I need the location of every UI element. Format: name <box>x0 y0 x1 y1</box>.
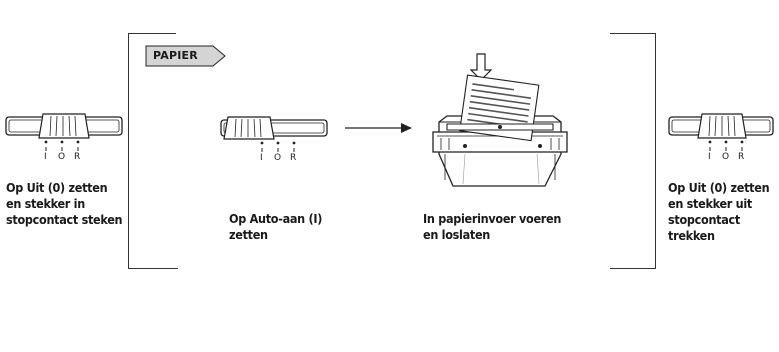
mark-r: R <box>738 152 745 162</box>
step-1-caption: Op Uit (0) zetten en stekker in stopcont… <box>6 180 123 227</box>
switch-marks-left: I O R <box>40 140 100 164</box>
mark-i: I <box>708 152 711 162</box>
shredder-icon <box>432 53 568 187</box>
step-4-caption: Op Uit (0) zetten en stekker uit stopcon… <box>668 180 770 243</box>
mark-o: O <box>58 152 66 162</box>
shredder-illustration <box>425 50 575 190</box>
bracket-right-vertical <box>655 33 656 269</box>
switch-center <box>220 116 328 140</box>
bracket-right-bottom <box>610 268 656 269</box>
tag-arrow-icon <box>145 45 226 67</box>
mark-r: R <box>74 152 81 162</box>
step-3-caption: In papierinvoer voeren en loslaten <box>423 211 562 242</box>
arrow-right-icon <box>345 123 412 133</box>
mark-o: O <box>274 153 282 163</box>
mark-i: I <box>260 153 263 163</box>
switch-marks-center: I O R <box>256 141 316 165</box>
arrow-down-icon <box>469 53 493 81</box>
switch-icon <box>5 113 123 139</box>
mark-r: R <box>290 153 297 163</box>
arrow-right <box>345 122 413 134</box>
switch-marks-right: I O R <box>704 140 764 164</box>
switch-left <box>5 113 123 139</box>
switch-right <box>668 113 774 139</box>
mark-i: I <box>44 152 47 162</box>
papier-tag-label: PAPIER <box>153 49 198 62</box>
switch-icon <box>668 113 774 139</box>
switch-icon <box>220 116 328 140</box>
bracket-right-top <box>610 33 656 34</box>
step-2-caption: Op Auto-aan (I) zetten <box>229 211 323 242</box>
bracket-left-top <box>128 33 176 34</box>
mark-o: O <box>722 152 730 162</box>
bracket-left-bottom <box>128 268 178 269</box>
papier-tag: PAPIER <box>145 45 227 67</box>
bracket-left-vertical <box>128 33 129 269</box>
